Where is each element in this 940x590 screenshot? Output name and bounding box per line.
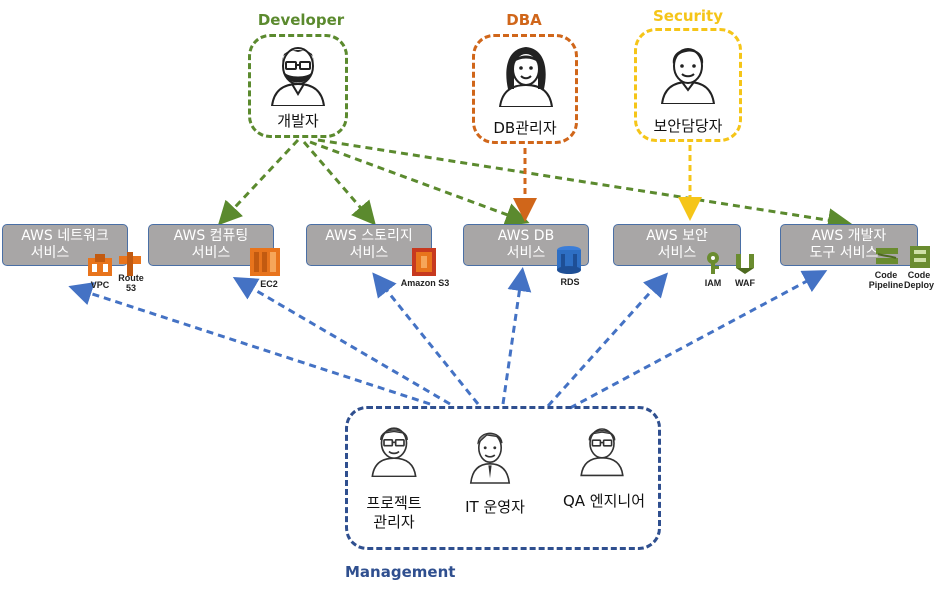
- service-network-line1: AWS 네트워크: [21, 228, 109, 244]
- arrow-mgmt-network: [68, 282, 431, 406]
- codedeploy-icon: [910, 246, 930, 268]
- rds-label: RDS: [560, 277, 580, 287]
- qa-engineer-avatar-icon: [580, 428, 624, 477]
- arrow-mgmt-db: [501, 267, 532, 405]
- service-compute-line1: AWS 컴퓨팅: [173, 228, 249, 244]
- management-arrows: [68, 267, 828, 410]
- ec2-icon: [250, 248, 280, 276]
- service-db-line1: AWS DB: [497, 228, 555, 244]
- waf-icon: [736, 254, 754, 274]
- service-security[interactable]: AWS 보안 서비스: [613, 224, 741, 266]
- service-devtools-line1: AWS 개발자: [811, 228, 887, 244]
- waf-label: WAF: [735, 278, 755, 288]
- dba-title: DBA: [506, 11, 542, 29]
- project-manager-label: 프로젝트 관리자: [366, 494, 422, 531]
- service-storage-line1: AWS 스토리지: [325, 228, 413, 244]
- service-storage-line2: 서비스: [349, 245, 389, 261]
- s3-icon: [412, 248, 436, 276]
- ec2-label: EC2: [260, 279, 278, 289]
- arrow-mgmt-compute: [232, 276, 451, 406]
- security-avatar-icon: [660, 48, 716, 104]
- arrow-dev-devtools: [317, 138, 852, 233]
- service-compute-line2: 서비스: [191, 245, 231, 261]
- service-devtools[interactable]: AWS 개발자 도구 서비스: [780, 224, 918, 266]
- codedeploy-label: Code Deploy: [903, 270, 934, 290]
- management-box: [345, 406, 661, 550]
- codepipeline-icon: [876, 248, 898, 264]
- dba-avatar-icon: [498, 47, 554, 107]
- iam-icon: [707, 252, 719, 274]
- security-title: Security: [652, 7, 724, 25]
- it-operator-label: IT 운영자: [465, 498, 525, 516]
- developer-arrows: [217, 138, 852, 233]
- security-box: 보안담당자: [634, 28, 742, 142]
- it-operator-avatar-icon: [469, 432, 511, 484]
- arrow-mgmt-security: [546, 272, 669, 408]
- arrow-mgmt-storage: [372, 272, 480, 405]
- management-title: Management: [345, 563, 456, 581]
- service-network[interactable]: AWS 네트워크 서비스: [2, 224, 128, 266]
- arrow-dev-db: [309, 140, 530, 227]
- vpc-label: VPC: [90, 280, 110, 290]
- dba-box: DB관리자: [472, 34, 578, 144]
- service-network-line2: 서비스: [30, 245, 70, 261]
- dba-label: DB관리자: [493, 119, 557, 137]
- rds-icon: [557, 246, 581, 274]
- route53-icon: [119, 252, 141, 276]
- arrow-dev-compute: [217, 138, 300, 226]
- vpc-icon: [88, 254, 112, 276]
- service-security-line2: 서비스: [657, 245, 697, 261]
- service-security-line1: AWS 보안: [646, 228, 708, 244]
- developer-label: 개발자: [277, 112, 319, 130]
- developer-box: 개발자: [248, 34, 348, 138]
- security-label: 보안담당자: [653, 117, 723, 135]
- service-db-line2: 서비스: [506, 245, 546, 261]
- service-devtools-line2: 도구 서비스: [809, 245, 879, 261]
- developer-avatar-icon: [270, 47, 326, 106]
- route53-label: Route 53: [118, 273, 144, 293]
- qa-engineer-label: QA 엔지니어: [562, 492, 646, 510]
- codepipeline-label: Code Pipeline: [868, 270, 904, 290]
- project-manager-avatar-icon: [371, 427, 417, 477]
- developer-title: Developer: [257, 11, 345, 29]
- service-storage[interactable]: AWS 스토리지 서비스: [306, 224, 432, 266]
- arrow-dev-storage: [302, 141, 376, 226]
- iam-label: IAM: [704, 278, 722, 288]
- s3-label: Amazon S3: [400, 278, 450, 288]
